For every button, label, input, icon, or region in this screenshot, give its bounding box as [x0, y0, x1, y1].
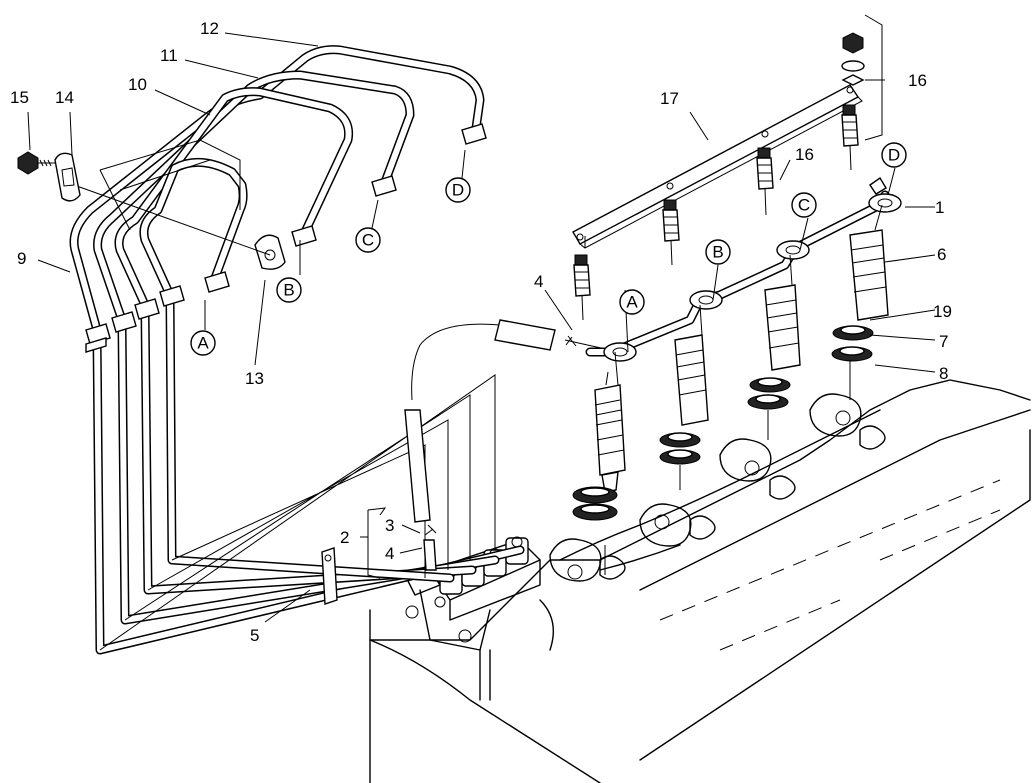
label-4-upper: 4: [534, 272, 543, 291]
clamp-plate: [54, 152, 81, 202]
marker-left-a: A: [197, 334, 209, 353]
leader-lines: [27, 14, 936, 623]
glow-plugs: [573, 32, 865, 321]
label-9: 9: [17, 249, 26, 268]
glow-plug-bus-bar: [572, 84, 863, 249]
injectors: [572, 229, 889, 521]
label-4-lower: 4: [385, 544, 394, 563]
marker-left-b: B: [283, 281, 294, 300]
label-19: 19: [933, 302, 952, 321]
clip-5: [321, 547, 338, 605]
part-labels: 1 2 3 4 4 5 6 7 8 9 10 11 12 13 14 15 16…: [10, 19, 952, 645]
marker-right-d: D: [888, 146, 900, 165]
label-14: 14: [55, 88, 74, 107]
label-12: 12: [200, 19, 219, 38]
label-17: 17: [660, 89, 679, 108]
label-8: 8: [939, 364, 948, 383]
connection-markers-left: A B C D: [190, 177, 471, 356]
line-nuts: [85, 123, 487, 353]
clamp-bolt: [17, 151, 55, 175]
label-3: 3: [385, 516, 394, 535]
label-6: 6: [937, 245, 946, 264]
leak-off-hose: [404, 319, 611, 571]
label-7: 7: [939, 332, 948, 351]
label-11: 11: [160, 46, 178, 65]
connection-markers-right: A B C D: [619, 142, 907, 315]
leak-off-pipe: [565, 176, 902, 362]
cylinder-head: [369, 379, 1031, 783]
injection-lines: [69, 45, 525, 655]
label-10: 10: [128, 75, 147, 94]
label-15: 15: [10, 88, 29, 107]
marker-right-b: B: [712, 243, 723, 262]
marker-left-c: C: [362, 231, 374, 250]
label-16-top: 16: [908, 71, 927, 90]
marker-left-d: D: [452, 181, 464, 200]
label-13: 13: [245, 369, 264, 388]
label-5: 5: [250, 626, 259, 645]
label-16-mid: 16: [795, 145, 814, 164]
label-1: 1: [935, 198, 944, 217]
label-2: 2: [340, 528, 349, 547]
marker-right-a: A: [626, 293, 638, 312]
line-clamp: [59, 179, 286, 270]
marker-right-c: C: [798, 196, 810, 215]
